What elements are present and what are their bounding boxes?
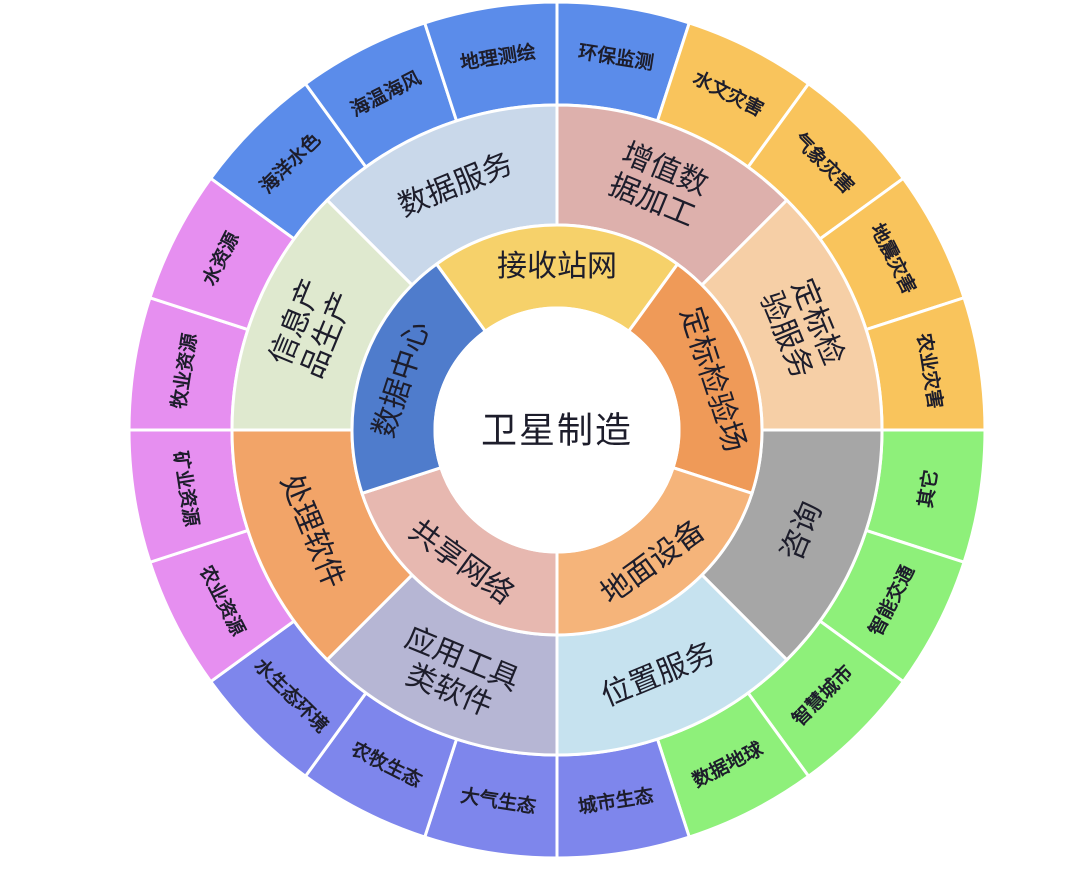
center-label: 卫星制造 bbox=[481, 410, 633, 451]
outer-ring: 海洋水色海温海风地理测绘环保监测水文灾害气象灾害地震灾害农业灾害其它智能交通智慧… bbox=[127, 0, 987, 860]
center: 卫星制造 bbox=[433, 306, 681, 554]
center-disc bbox=[433, 306, 681, 554]
middle-ring: 数据服务增值数据加工定标检验服务咨询位置服务应用工具类软件处理软件信息产品生产 bbox=[230, 103, 884, 757]
inner-ring-label: 接收站网 bbox=[497, 250, 617, 283]
